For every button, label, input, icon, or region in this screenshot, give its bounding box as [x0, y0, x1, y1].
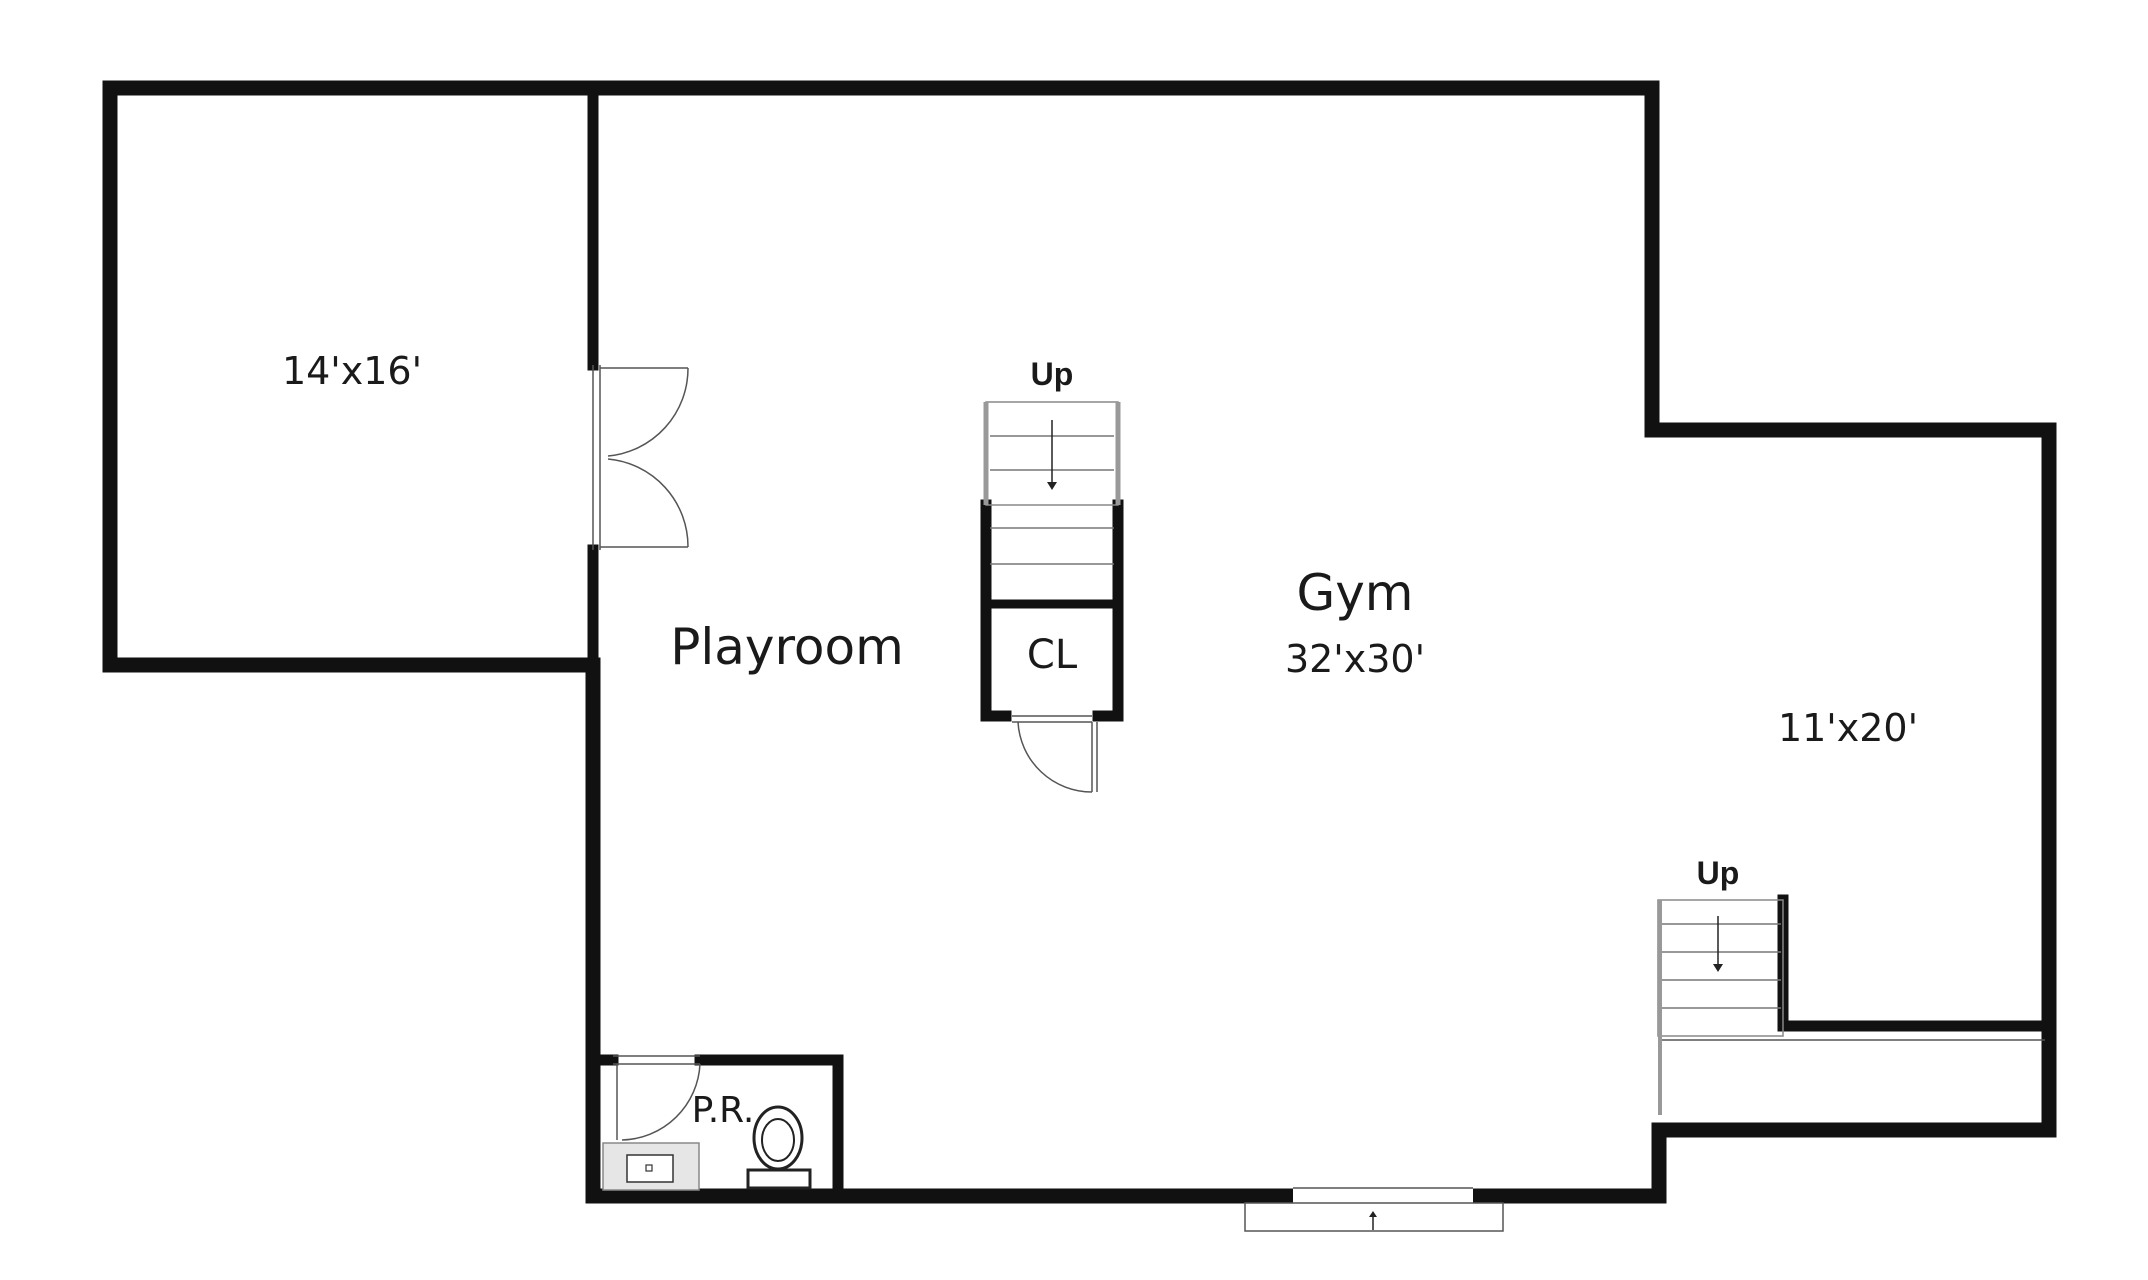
toilet-icon — [746, 1105, 812, 1190]
powder-room-door — [613, 1055, 701, 1141]
gym-dimensions: 32'x30' — [1285, 637, 1425, 681]
entry-door — [1244, 1187, 1504, 1232]
sink-icon — [602, 1142, 700, 1191]
closet-label: CL — [1027, 632, 1078, 678]
double-door — [592, 365, 689, 550]
gym-label: Gym — [1296, 564, 1413, 622]
right-room-dimensions: 11'x20' — [1778, 706, 1918, 750]
center-stair-up-label: Up — [1031, 356, 1074, 392]
center-staircase — [983, 401, 1121, 565]
right-staircase — [1657, 899, 2045, 1115]
right-stair-up-label: Up — [1697, 855, 1740, 891]
closet-door — [1012, 715, 1098, 793]
playroom-label: Playroom — [670, 618, 904, 676]
powder-room-label: P.R. — [692, 1090, 755, 1131]
left-room-dimensions: 14'x16' — [282, 349, 422, 393]
exterior-walls — [102, 80, 2057, 1204]
